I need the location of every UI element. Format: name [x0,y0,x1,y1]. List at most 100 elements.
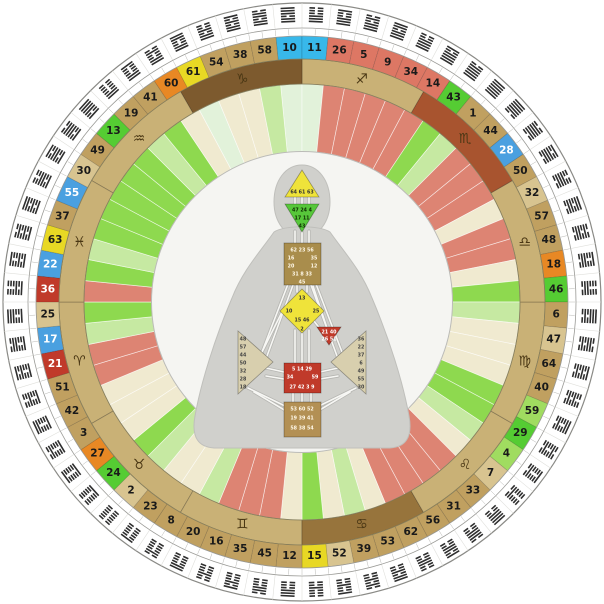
hexagram-glyph-40 [563,389,583,408]
hexagram-glyph-43 [463,60,484,82]
center-throat-gates: 35 [311,256,318,262]
gate-number-4: 4 [503,448,510,460]
hexagram-glyph-59 [552,415,572,435]
center-root-gates: 58 38 54 [290,426,314,432]
gate-number-36: 36 [40,284,55,296]
gate-number-56: 56 [426,514,441,526]
hexagram-ring [7,7,597,597]
zodiac-glyph-leo: ♌ [459,457,472,473]
hexagram-glyph-48 [571,223,590,241]
center-spleen-gates: 48 [240,337,247,343]
center-spleen [237,330,274,395]
gate-number-45: 45 [257,548,272,560]
hexagram-glyph-18 [577,251,595,268]
hexagram-glyph-5 [363,14,381,33]
hexagram-glyph-63 [14,223,33,241]
center-throat [283,242,322,286]
hexagram-glyph-22 [9,251,27,268]
hexagram-glyph-23 [120,522,141,544]
zodiac-glyph-libra: ♎ [518,234,531,250]
gate-number-63: 63 [48,234,63,246]
hexagram-glyph-20 [169,552,189,572]
hexagram-glyph-11 [308,7,324,23]
hexagram-glyph-2 [98,504,120,526]
gate-number-61: 61 [186,66,201,78]
gate-number-16: 16 [209,536,224,548]
center-spleen-gates: 50 [240,361,247,367]
hexagram-glyph-19 [98,78,120,100]
degree-tick-band [27,27,577,577]
hexagram-glyph-8 [144,538,165,559]
center-heart-gates: 21 40 [321,330,337,336]
center-spleen-gates: 18 [240,385,247,391]
hexagram-glyph-56 [439,538,460,559]
center-g-center [279,288,325,334]
hexagram-glyph-39 [363,571,381,590]
gate-number-32: 32 [525,187,540,199]
center-heart-gates: 26 51 [321,337,336,343]
gate-number-12: 12 [282,550,297,562]
gate-number-29: 29 [513,427,528,439]
gate-number-13: 13 [106,125,121,137]
center-throat-gates: 62 23 56 [290,248,314,254]
hexagram-glyph-64 [571,363,590,381]
center-solar-plexus [330,330,367,395]
gate-number-46: 46 [549,284,564,296]
hexagram-glyph-31 [463,522,484,544]
gate-number-30: 30 [76,165,91,177]
center-sacral [283,362,322,394]
hexagram-ring-separators [3,3,601,601]
gate-number-9: 9 [384,56,391,68]
gate-number-48: 48 [542,234,557,246]
center-g-center-gates: 25 [313,309,320,315]
gate-number-38: 38 [233,49,248,61]
zodiac-glyph-capricorn: ♑ [236,71,249,87]
gate-number-44: 44 [483,125,498,137]
gate-number-53: 53 [380,536,395,548]
center-ajna-gates: 43 [299,224,306,230]
center-root-gates: 53 60 52 [290,407,313,413]
zodiac-glyph-aries: ♈ [73,354,86,370]
zodiac-glyph-aquarius: ♒ [133,131,146,147]
hexagram-glyph-3 [45,439,66,460]
gate-number-58: 58 [257,44,272,56]
hexagram-glyph-38 [223,14,241,33]
center-solar-plexus-gates: 30 [358,385,365,391]
hexagram-glyph-6 [581,308,597,324]
gate-number-40: 40 [534,382,549,394]
gate-number-6: 6 [553,308,560,320]
gate-number-15: 15 [307,550,322,562]
gate-number-24: 24 [106,467,121,479]
hexagram-glyph-50 [538,144,559,165]
center-solar-plexus-gates: 37 [358,353,365,359]
center-throat-gates: 45 [299,280,306,286]
gate-number-5: 5 [360,49,367,61]
hexagram-glyph-35 [223,571,241,590]
gate-number-18: 18 [546,259,561,271]
hexagram-glyph-44 [504,98,526,120]
gate-number-41: 41 [143,92,158,104]
hexagram-glyph-30 [45,144,66,165]
center-solar-plexus-gates: 36 [358,337,365,343]
gate-number-20: 20 [186,526,201,538]
gate-number-51: 51 [55,382,70,394]
hexagram-glyph-1 [484,78,506,100]
channel-line [253,391,287,412]
hexagram-glyph-36 [7,280,23,296]
center-solar-plexus-gates: 55 [358,377,365,383]
center-head [284,169,320,198]
center-head-gates: 64 61 63 [290,190,313,196]
hexagram-glyph-62 [415,552,435,572]
center-throat-gates: 31 8 33 [292,272,312,278]
gate-number-39: 39 [357,543,372,555]
gate-number-60: 60 [164,78,179,90]
gate-number-10: 10 [282,42,297,54]
gate-number-50: 50 [513,165,528,177]
gate-number-54: 54 [209,56,224,68]
center-sacral-gates: 59 [312,375,319,381]
hexagram-glyph-54 [196,21,215,41]
gate-number-35: 35 [233,543,248,555]
center-root [283,401,322,438]
